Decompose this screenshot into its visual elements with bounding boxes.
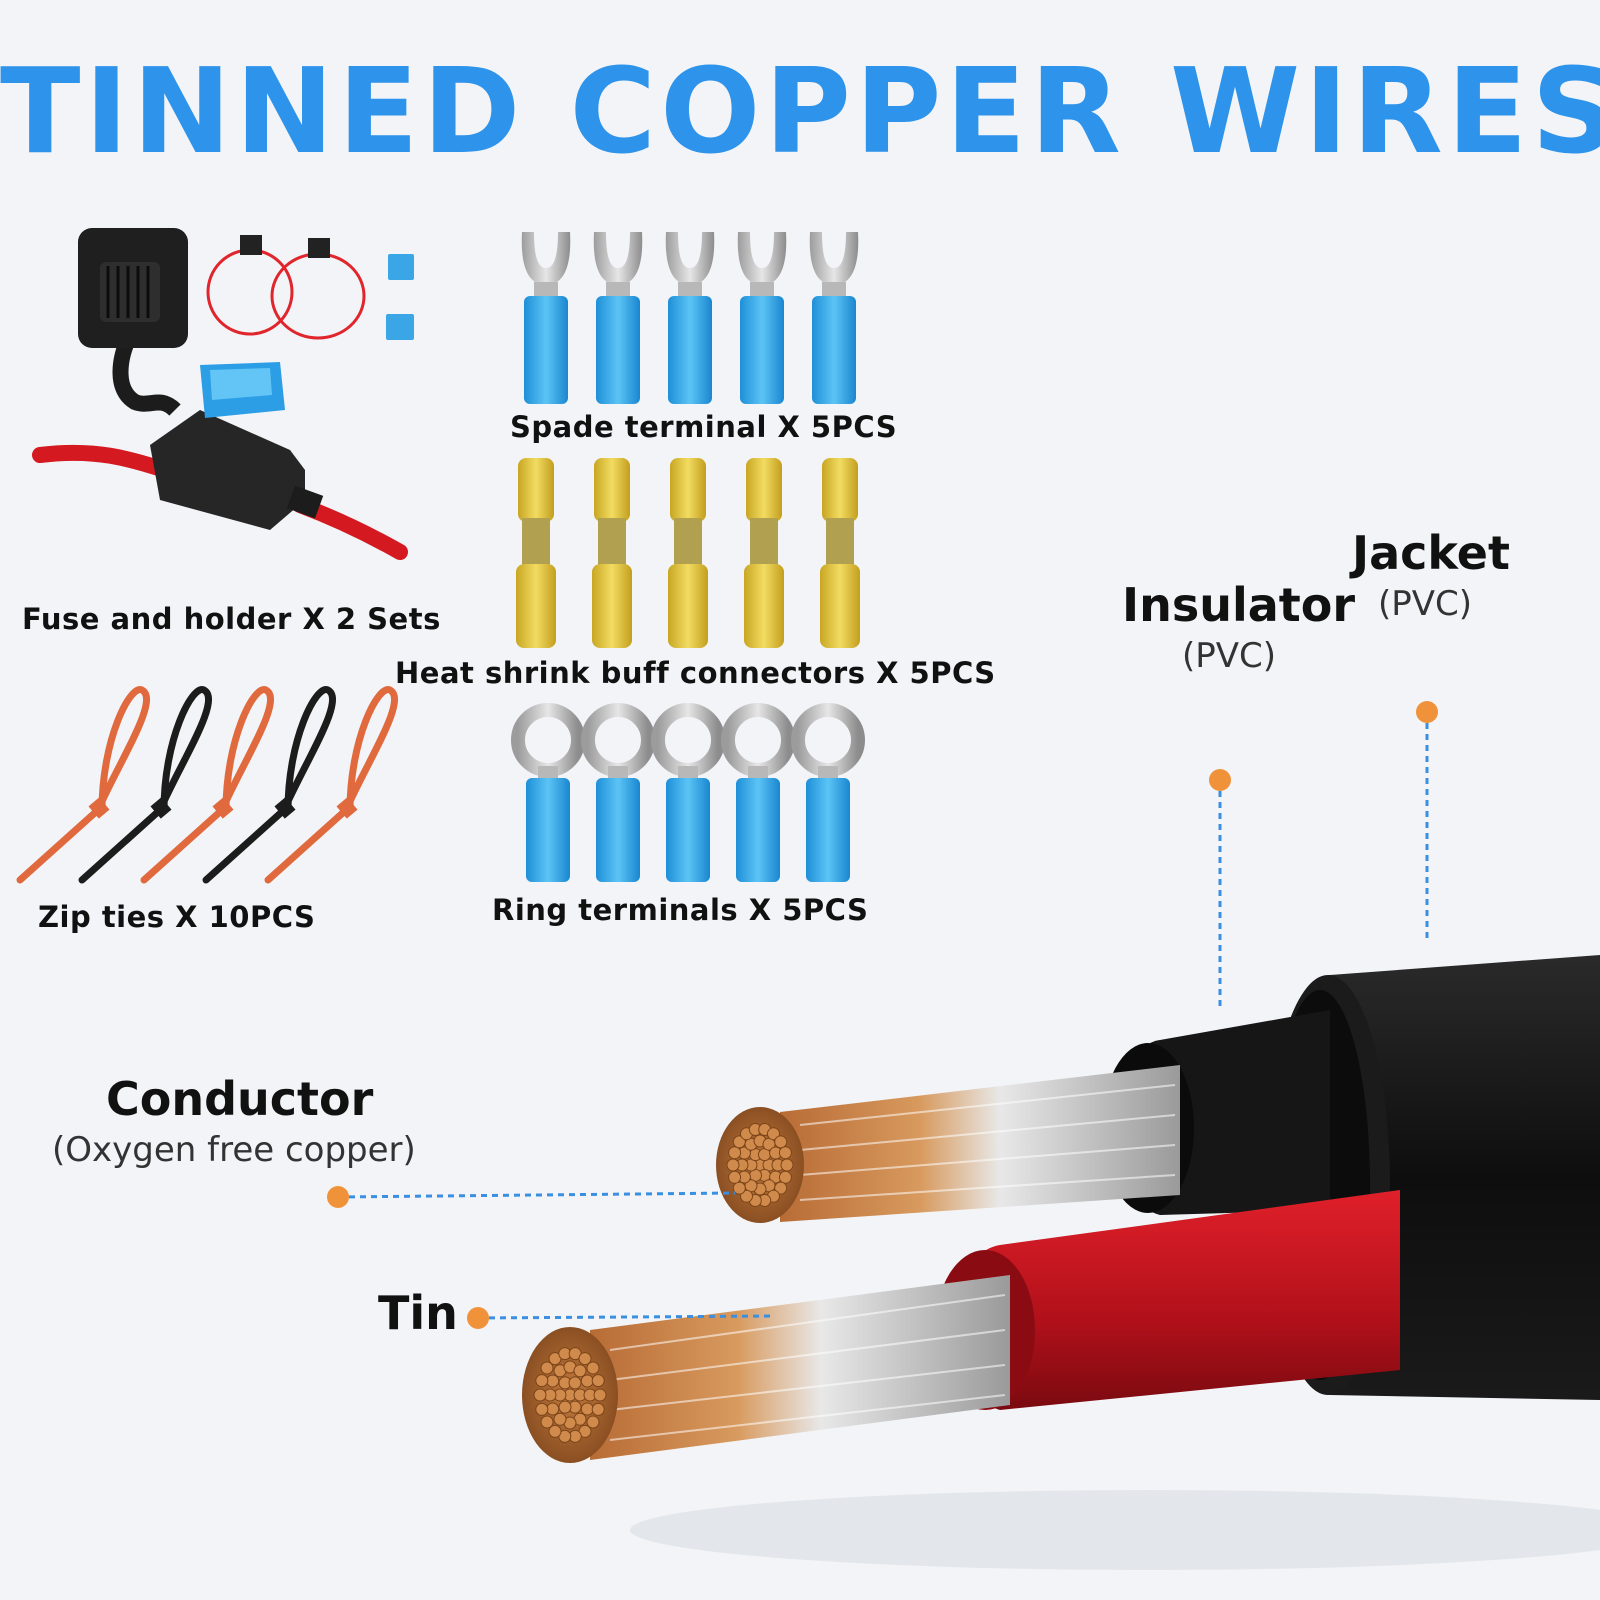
insulator-material: (PVC) [1182,636,1277,676]
cable-cross-section-icon [522,955,1600,1570]
butt-connector-icon [820,458,860,648]
spade-terminal-icon [665,232,715,404]
ring-caption: Ring terminals X 5PCS [492,893,869,927]
butt-connector-icon [516,458,556,648]
callout-dots [327,701,1438,1329]
spade-caption: Spade terminal X 5PCS [510,410,898,444]
fuse-caption: Fuse and holder X 2 Sets [22,602,441,636]
jacket-material: (PVC) [1378,584,1473,624]
page-title: TINNED COPPER WIRES [0,42,1600,180]
ring-terminal-icon [651,703,725,882]
jacket-label: Jacket [1352,526,1510,580]
zip-tie-group [16,686,398,884]
ring-terminal-icon [581,703,655,882]
zip-tie-icon [78,686,212,884]
zip-tie-icon [202,686,336,884]
ring-terminal-icon [791,703,865,882]
callout-lines [337,712,1429,1320]
butt-connector-icon [668,458,708,648]
zip-tie-caption: Zip ties X 10PCS [38,900,316,934]
butt-connector-caption: Heat shrink buff connectors X 5PCS [395,656,996,690]
spade-terminal-group [521,232,859,404]
spade-terminal-icon [737,232,787,404]
zip-tie-icon [264,686,398,884]
fuse-pigtail-icon [206,235,366,340]
zip-tie-icon [140,686,274,884]
ring-terminal-group [511,703,865,882]
spade-terminal-icon [521,232,571,404]
conductor-label: Conductor [106,1072,374,1126]
ring-terminal-icon [721,703,795,882]
tin-label: Tin [378,1286,458,1340]
butt-connector-icon [592,458,632,648]
blade-fuse-icon [386,254,414,340]
spade-terminal-icon [593,232,643,404]
ring-terminal-icon [511,703,585,882]
insulator-label: Insulator [1122,578,1356,632]
butt-connector-icon [744,458,784,648]
conductor-material: (Oxygen free copper) [52,1130,416,1170]
zip-tie-icon [16,686,150,884]
spade-terminal-icon [809,232,859,404]
butt-connector-group [516,458,860,648]
fuse-holder-icon [32,228,408,560]
